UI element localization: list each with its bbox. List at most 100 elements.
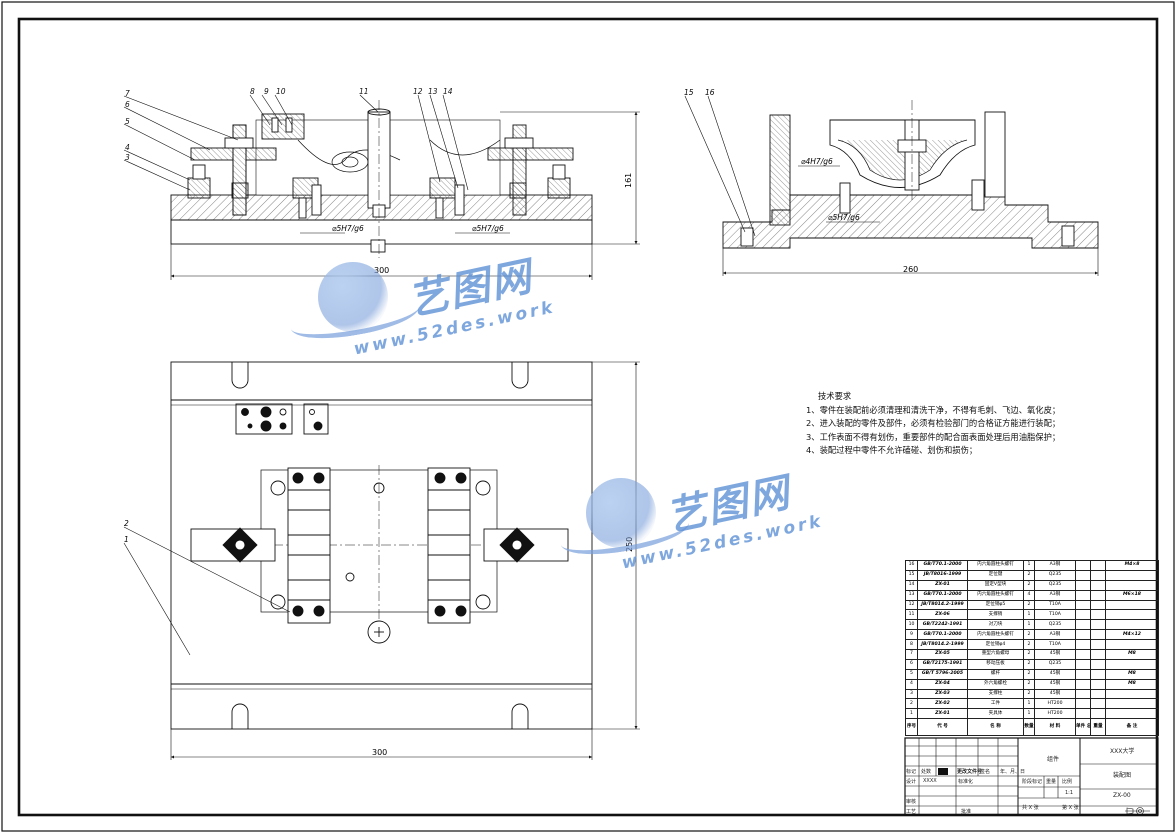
leader-3: 3 (125, 153, 130, 162)
bom-code: GB/T2242-1991 (917, 619, 968, 631)
bom-note: M8 (1105, 668, 1159, 680)
bom-material: A3钢 (1034, 629, 1076, 641)
bom-note (1105, 579, 1159, 591)
sheet-inner-border (17, 17, 1159, 817)
bom-weight-unit (1075, 639, 1091, 651)
plan-view (170, 361, 593, 730)
bom-note (1105, 708, 1159, 720)
tb-process-label: 工艺 (906, 809, 917, 815)
tb-approve-label: 批准 (961, 809, 972, 815)
bom-no: 16 (905, 560, 918, 571)
bom-weight-unit (1075, 668, 1091, 680)
bom-code: GB/T 5796-2005 (917, 668, 968, 680)
bom-no: 2 (905, 698, 918, 710)
side-view (722, 100, 1099, 249)
bom-note (1105, 698, 1159, 710)
bom-name: 夹具体 (967, 708, 1024, 720)
watermark-globe-1 (318, 262, 388, 332)
bom-code: ZX-02 (917, 698, 968, 710)
bom-name: 重型六角螺母 (967, 649, 1024, 660)
bom-weight-total (1090, 668, 1106, 680)
bom-weight-unit (1075, 678, 1091, 690)
bom-header-name: 名 称 (967, 718, 1024, 737)
bom-weight-unit (1075, 698, 1091, 710)
bom-code: JB/T8014.2-1999 (917, 599, 968, 611)
front-leader-numbers: 7 6 5 4 3 8 9 10 11 12 13 14 (125, 87, 453, 162)
leader-4: 4 (125, 143, 130, 152)
bom-qty: 2 (1023, 639, 1035, 651)
tb-stage-label: 阶段标记 (1022, 779, 1043, 785)
bom-qty: 1 (1023, 609, 1035, 621)
bom-note (1105, 658, 1159, 670)
tb-standardize-label: 标准化 (958, 779, 974, 785)
bom-weight-unit (1075, 708, 1091, 720)
bom-material: 45钢 (1034, 649, 1076, 660)
bom-note (1105, 619, 1159, 631)
tech-req-item-4: 4、装配过程中零件不允许磕碰、划伤和损伤； (806, 445, 978, 455)
bom-note: M8 (1105, 678, 1159, 690)
plan-view-dimensions (123, 361, 640, 760)
tb-mark-label: 标记 (906, 769, 917, 775)
bom-note: M8 (1105, 649, 1159, 660)
bom-code: GB/T2175-1991 (917, 658, 968, 670)
bom-material: 45钢 (1034, 668, 1076, 680)
front-length-dim: 300 (374, 266, 389, 275)
tb-zone-label: 分区 (938, 768, 949, 775)
bom-name: 定位销φ5 (967, 599, 1024, 611)
bom-weight-unit (1075, 688, 1091, 700)
bom-header-no: 序号 (905, 718, 918, 737)
tech-req-item-2: 2、进入装配的零件及部件，必须有检验部门的合格证方能进行装配； (806, 418, 1061, 428)
tech-req-title: 技术要求 (818, 391, 852, 401)
bom-name: 外六角螺栓 (967, 678, 1024, 690)
bom-code: ZX-03 (917, 688, 968, 700)
tb-drawing-name: 装配图 (1113, 772, 1132, 779)
bom-name: 内六角圆柱头螺钉 (967, 589, 1024, 601)
bom-qty: 2 (1023, 678, 1035, 690)
side-view-dimensions (684, 95, 1099, 276)
bom-name: 移动压板 (967, 658, 1024, 670)
bom-name: 螺杆 (967, 668, 1024, 680)
plan-length-dim: 300 (372, 748, 387, 757)
leader-16: 16 (705, 88, 715, 97)
bom-material: Q235 (1034, 579, 1076, 591)
bom-weight-unit (1075, 619, 1091, 631)
bom-weight-unit (1075, 629, 1091, 641)
bom-name: 固定V型块 (967, 579, 1024, 591)
watermark-globe-2 (586, 478, 656, 548)
bom-no: 5 (905, 668, 918, 680)
bom-material: 45钢 (1034, 678, 1076, 690)
front-height-dim: 161 (624, 173, 633, 188)
leader-12: 12 (413, 87, 423, 96)
bom-qty: 2 (1023, 649, 1035, 660)
bom-code: ZX-06 (917, 609, 968, 621)
bom-material: T10A (1034, 599, 1076, 611)
bom-no: 9 (905, 629, 918, 641)
bom-note: M4×12 (1105, 629, 1159, 641)
bom-no: 11 (905, 609, 918, 621)
bom-material: A3钢 (1034, 589, 1076, 601)
bom-note (1105, 688, 1159, 700)
bom-weight-total (1090, 629, 1106, 641)
bom-name: 内六角圆柱头螺钉 (967, 629, 1024, 641)
tb-group: 组件 (1047, 756, 1060, 763)
tb-change-label: 更改文件号 (957, 769, 983, 775)
title-block-grid (904, 737, 1159, 816)
leader-5: 5 (125, 117, 130, 126)
front-view-leaders (123, 94, 469, 191)
bom-weight-unit (1075, 579, 1091, 591)
bom-weight-unit (1075, 609, 1091, 621)
bom-weight-total (1090, 609, 1106, 621)
bom-weight-total (1090, 569, 1106, 581)
bom-code: JB/T8016-1999 (917, 569, 968, 581)
bom-qty: 2 (1023, 658, 1035, 670)
